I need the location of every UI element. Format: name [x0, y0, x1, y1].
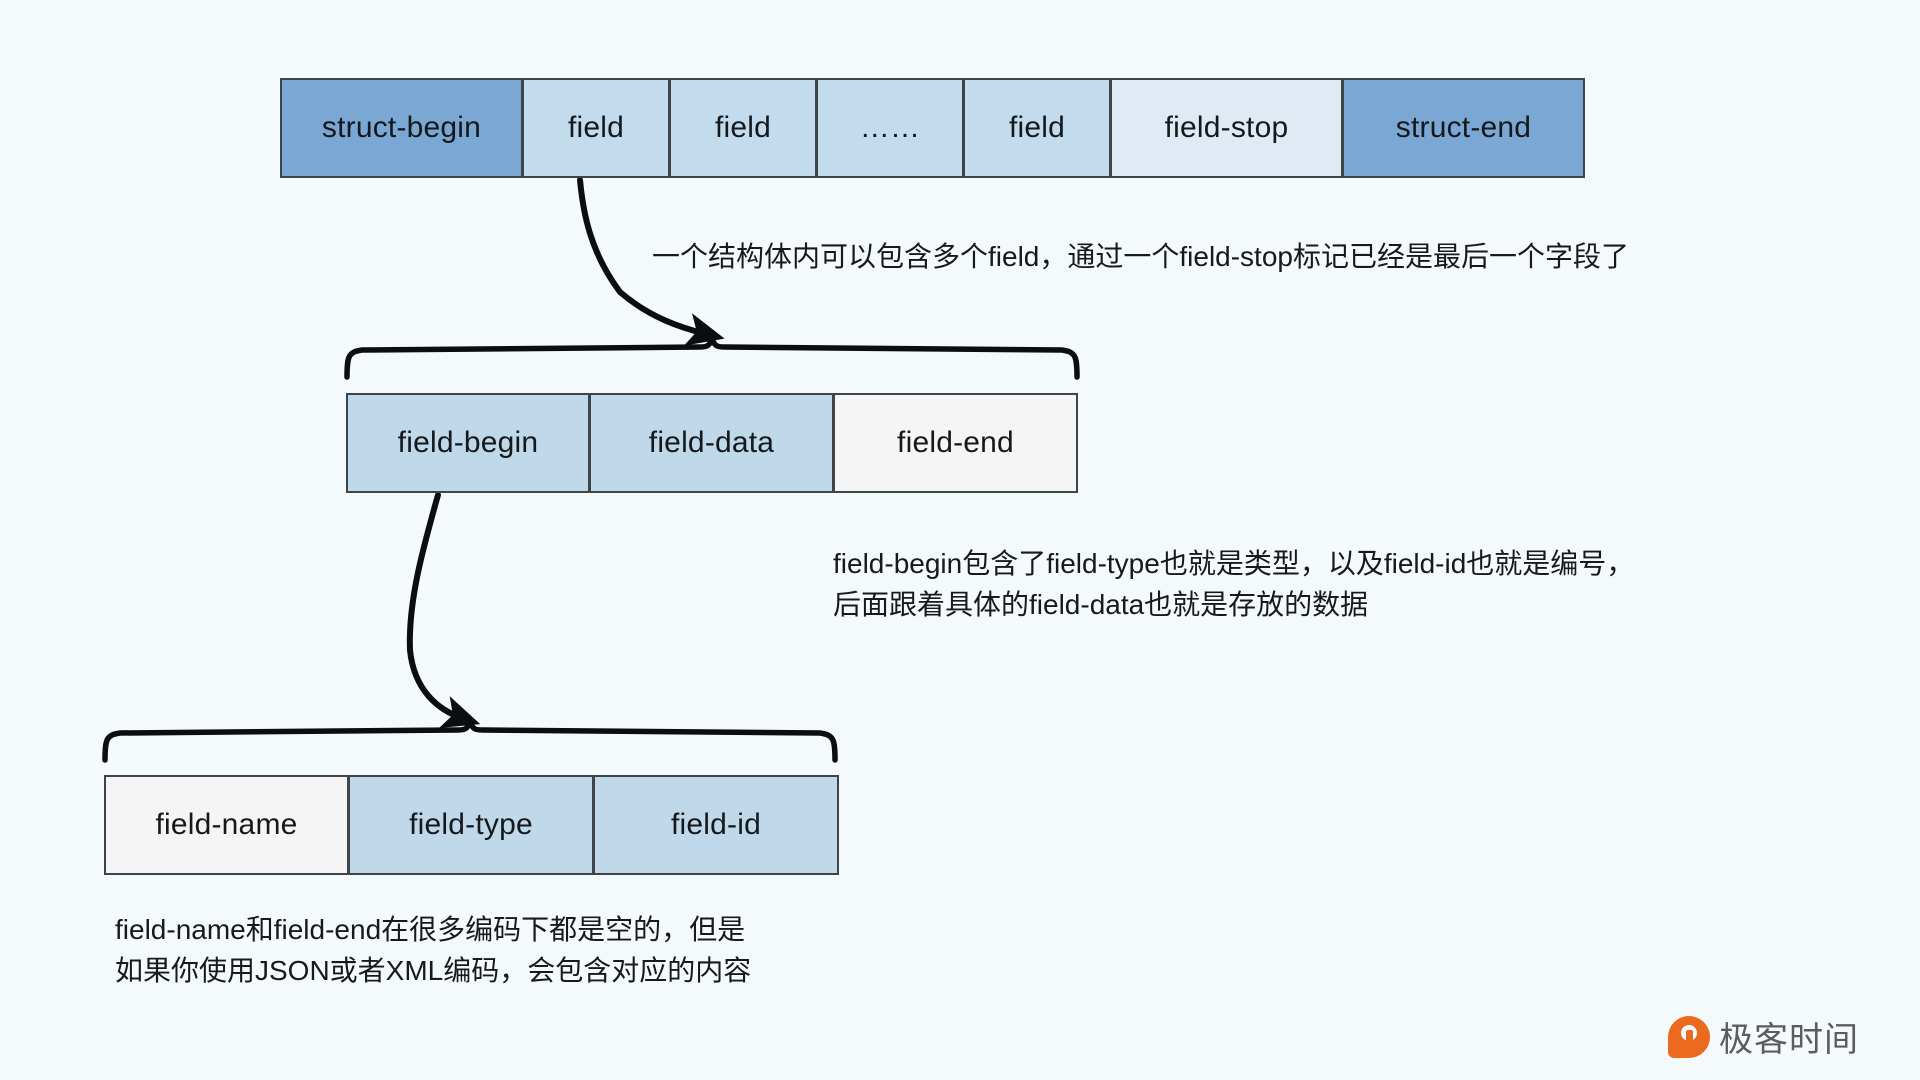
- cell-field-3[interactable]: field: [964, 78, 1111, 178]
- struct-layout-row: struct-begin field field …… field field-…: [280, 78, 1585, 178]
- brace-field-row: [344, 335, 1080, 380]
- cell-struct-end[interactable]: struct-end: [1343, 78, 1585, 178]
- geektime-logo: 极客时间: [1668, 1012, 1859, 1061]
- cell-field-type[interactable]: field-type: [349, 775, 594, 875]
- cell-struct-begin[interactable]: struct-begin: [280, 78, 523, 178]
- cell-field-end[interactable]: field-end: [834, 393, 1078, 493]
- arrow-field-begin-to-field-begin-layout: [406, 492, 481, 729]
- cell-field-id[interactable]: field-id: [594, 775, 839, 875]
- cell-field-ellipsis[interactable]: ……: [817, 78, 964, 178]
- cell-field-2[interactable]: field: [670, 78, 817, 178]
- brace-field-begin-row: [102, 718, 838, 763]
- field-begin-layout-row: field-name field-type field-id: [104, 775, 839, 875]
- field-layout-row: field-begin field-data field-end: [346, 393, 1078, 493]
- annotation-struct: 一个结构体内可以包含多个field，通过一个field-stop标记已经是最后一…: [652, 241, 1629, 272]
- cell-field-begin[interactable]: field-begin: [346, 393, 590, 493]
- cell-field-stop[interactable]: field-stop: [1111, 78, 1343, 178]
- cell-field-1[interactable]: field: [523, 78, 670, 178]
- geektime-wordmark: 极客时间: [1719, 1020, 1859, 1060]
- cell-field-name[interactable]: field-name: [104, 775, 349, 875]
- annotation-field: field-begin包含了field-type也就是类型，以及field-id…: [833, 548, 1635, 620]
- cell-field-data[interactable]: field-data: [590, 393, 834, 493]
- geektime-drop-icon: [1668, 1015, 1710, 1058]
- annotation-field-begin: field-name和field-end在很多编码下都是空的，但是 如果你使用J…: [115, 914, 752, 986]
